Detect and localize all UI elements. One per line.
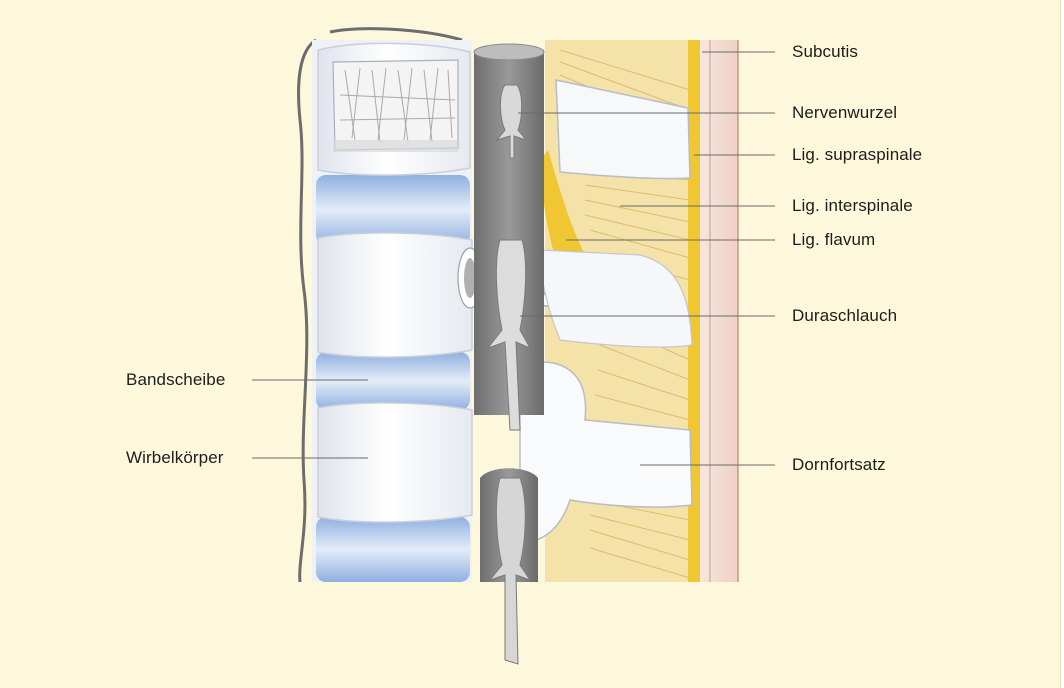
label-wirbelkoerper: Wirbelkörper xyxy=(126,448,224,468)
label-duraschlauch: Duraschlauch xyxy=(792,306,897,326)
label-subcutis: Subcutis xyxy=(792,42,858,62)
disc-3 xyxy=(316,517,470,582)
vertebra-low xyxy=(318,403,472,522)
label-lig-interspinale: Lig. interspinale xyxy=(792,196,913,216)
disc-2 xyxy=(316,352,470,410)
label-nervenwurzel: Nervenwurzel xyxy=(792,103,897,123)
label-dornfortsatz: Dornfortsatz xyxy=(792,455,886,475)
vertebra-cut-section xyxy=(333,60,458,152)
label-lig-flavum: Lig. flavum xyxy=(792,230,875,250)
dura-top xyxy=(474,44,544,60)
subcutis-shape xyxy=(700,40,738,582)
top-outline xyxy=(330,29,462,40)
label-bandscheibe: Bandscheibe xyxy=(126,370,225,390)
label-lig-supraspinale: Lig. supraspinale xyxy=(792,145,922,165)
vertebra-mid xyxy=(318,233,472,357)
